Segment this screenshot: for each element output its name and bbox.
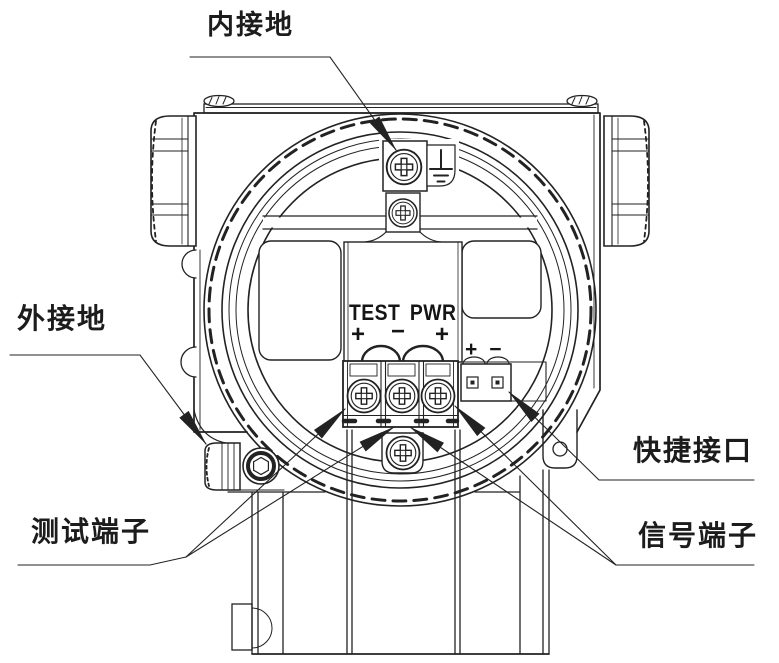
- housing: [180, 94, 601, 433]
- neck: [227, 429, 550, 655]
- label-quick-interface: 快捷接口: [633, 435, 754, 466]
- leader-quick-interface: [508, 391, 755, 481]
- terminal-screw-pwr-plus: [420, 378, 456, 414]
- leader-test-terminal-1: [185, 408, 346, 558]
- leader-external-ground: [9, 354, 207, 445]
- terminal-screw-test-plus: [346, 378, 382, 414]
- internal-ground-screw: [382, 140, 456, 192]
- label-signal-terminal: 信号端子: [638, 520, 759, 551]
- cover-screw-right: [566, 94, 598, 108]
- right-cover-cap: [603, 115, 650, 247]
- quick-connector: [457, 356, 547, 402]
- leader-internal-ground: [189, 56, 397, 151]
- terminal-block: [341, 360, 460, 428]
- leader-test-terminal-stem: [17, 556, 187, 566]
- shared-minus-sign: −: [391, 318, 406, 345]
- label-test-terminal: 测试端子: [31, 516, 152, 547]
- connector-minus-sign: −: [489, 338, 502, 361]
- connector-polarity: + −: [465, 339, 502, 360]
- mounting-hole: [552, 441, 568, 457]
- label-internal-ground: 内接地: [207, 10, 294, 40]
- pwr-label: PWR: [409, 300, 457, 325]
- leader-signal-terminal-2: [409, 426, 617, 566]
- jumper-wires: [360, 344, 445, 364]
- leader-signal-terminal-1: [454, 405, 617, 566]
- leader-lines: [9, 56, 755, 566]
- ground-symbol: [429, 149, 453, 183]
- pwr-plus-sign: +: [435, 321, 450, 348]
- cover-screw-left: [203, 94, 235, 108]
- leader-test-terminal-2: [185, 426, 395, 558]
- label-external-ground: 外接地: [17, 303, 108, 334]
- terminal-panel-text: TEST PWR: [349, 300, 456, 326]
- test-plus-sign: +: [351, 321, 366, 348]
- upper-screw: [364, 192, 442, 243]
- terminal-screw-minus: [384, 378, 420, 414]
- connector-plus-sign: +: [465, 338, 478, 361]
- bottom-screw: [381, 432, 424, 474]
- thread-ring: [207, 117, 593, 503]
- test-label: TEST: [349, 300, 401, 325]
- ground-hex-bolt: [242, 447, 280, 485]
- left-cover-cap: [150, 115, 197, 247]
- face-panels: [258, 240, 542, 363]
